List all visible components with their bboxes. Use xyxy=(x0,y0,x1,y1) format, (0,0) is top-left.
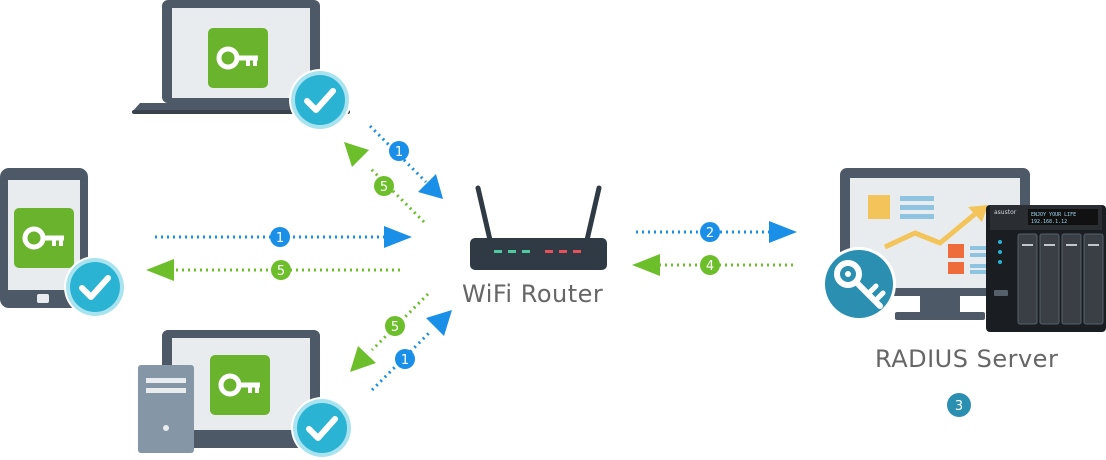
pc-tower xyxy=(138,365,194,453)
server-step-badge: 3 xyxy=(947,393,971,417)
server-response-arrow: 4 xyxy=(632,254,793,276)
top-response-arrow: 5 xyxy=(344,142,426,224)
mid-request-step: 1 xyxy=(276,231,284,246)
bottom-response-step: 5 xyxy=(391,320,399,335)
key-icon xyxy=(834,260,886,309)
checkmark-icon xyxy=(64,256,126,318)
bottom-response-arrow: 5 xyxy=(350,292,430,372)
tablet-icon xyxy=(0,168,126,318)
checkmark-icon xyxy=(289,69,351,131)
server-response-step: 4 xyxy=(706,259,714,274)
desktop-computer-icon xyxy=(138,330,353,459)
radius-server-icon: asustor ENJOY YOUR LIFE 192.168.1.12 xyxy=(822,168,1106,332)
mid-response-arrow: 5 xyxy=(146,259,400,281)
nas-brand: asustor xyxy=(994,209,1017,216)
laptop-icon xyxy=(132,0,351,131)
bottom-request-step: 1 xyxy=(401,353,409,368)
bottom-request-arrow: 1 xyxy=(370,310,452,392)
server-step-number: 3 xyxy=(955,399,963,414)
checkmark-icon xyxy=(291,397,353,459)
server-request-step: 2 xyxy=(706,226,714,241)
top-request-step: 1 xyxy=(395,145,403,160)
mid-request-arrow: 1 xyxy=(155,226,412,248)
server-label: RADIUS Server xyxy=(875,345,1059,373)
nas-screen-line2: 192.168.1.12 xyxy=(1031,219,1067,225)
top-request-arrow: 1 xyxy=(368,124,443,199)
wifi-router-icon xyxy=(470,185,607,270)
key-icon xyxy=(208,28,268,88)
router-label: WiFi Router xyxy=(462,280,604,308)
key-icon xyxy=(210,355,270,415)
server-request-arrow: 2 xyxy=(636,221,797,243)
nas-screen-line1: ENJOY YOUR LIFE xyxy=(1031,212,1076,218)
top-response-step: 5 xyxy=(380,180,388,195)
mid-response-step: 5 xyxy=(277,264,285,279)
key-icon xyxy=(14,208,74,268)
